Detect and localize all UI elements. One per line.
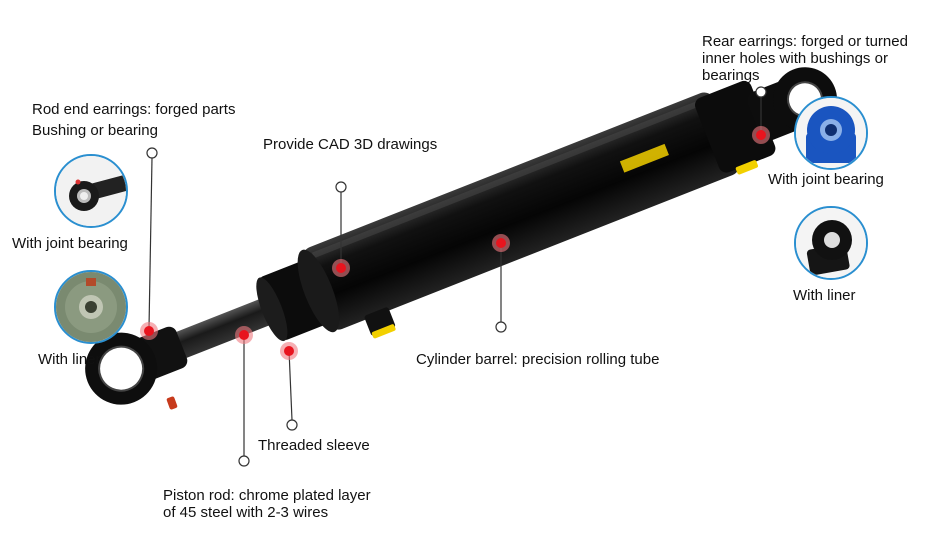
label-right-liner: With liner	[793, 287, 856, 304]
marker-sleeve	[280, 342, 298, 360]
thumb-left-liner	[54, 270, 128, 344]
thumb-right-joint-bearing	[794, 96, 868, 170]
label-cad-drawings: Provide CAD 3D drawings	[263, 136, 438, 153]
rear-eye	[747, 67, 837, 141]
hydraulic-cylinder	[85, 67, 837, 405]
warning-label	[619, 143, 669, 173]
thumb-right-liner	[794, 206, 868, 280]
endpoint-sleeve	[286, 419, 298, 431]
marker-rod-end	[140, 322, 158, 340]
marker-barrel	[492, 234, 510, 252]
endpoint-rod-end	[146, 147, 158, 159]
piston-rod	[163, 294, 284, 363]
marker-piston	[235, 326, 253, 344]
callout-endpoints	[146, 86, 767, 467]
red-markers	[140, 126, 770, 360]
label-left-liner: With liner	[38, 351, 101, 368]
marker-cad	[332, 259, 350, 277]
label-left-joint-bearing: With joint bearing	[12, 235, 128, 252]
endpoint-cad	[335, 181, 347, 193]
label-rear-earrings: Rear earrings: forged or turned inner ho…	[702, 33, 908, 84]
label-cylinder-barrel: Cylinder barrel: precision rolling tube	[416, 351, 660, 368]
endpoint-barrel	[495, 321, 507, 333]
label-piston-rod: Piston rod: chrome plated layer of 45 st…	[163, 487, 371, 521]
thumb-left-joint-bearing	[54, 154, 128, 228]
endpoint-rear	[755, 86, 767, 98]
oil-port-front	[364, 307, 396, 339]
label-threaded-sleeve: Threaded sleeve	[258, 437, 370, 454]
endpoint-piston	[238, 455, 250, 467]
cylinder-barrel	[303, 92, 740, 330]
marker-rear	[752, 126, 770, 144]
rod-end-eye	[85, 326, 188, 405]
grease-nipple-icon	[166, 396, 178, 410]
label-rod-end-earrings: Rod end earrings: forged parts Bushing o…	[32, 101, 236, 139]
label-right-joint-bearing: With joint bearing	[768, 171, 884, 188]
